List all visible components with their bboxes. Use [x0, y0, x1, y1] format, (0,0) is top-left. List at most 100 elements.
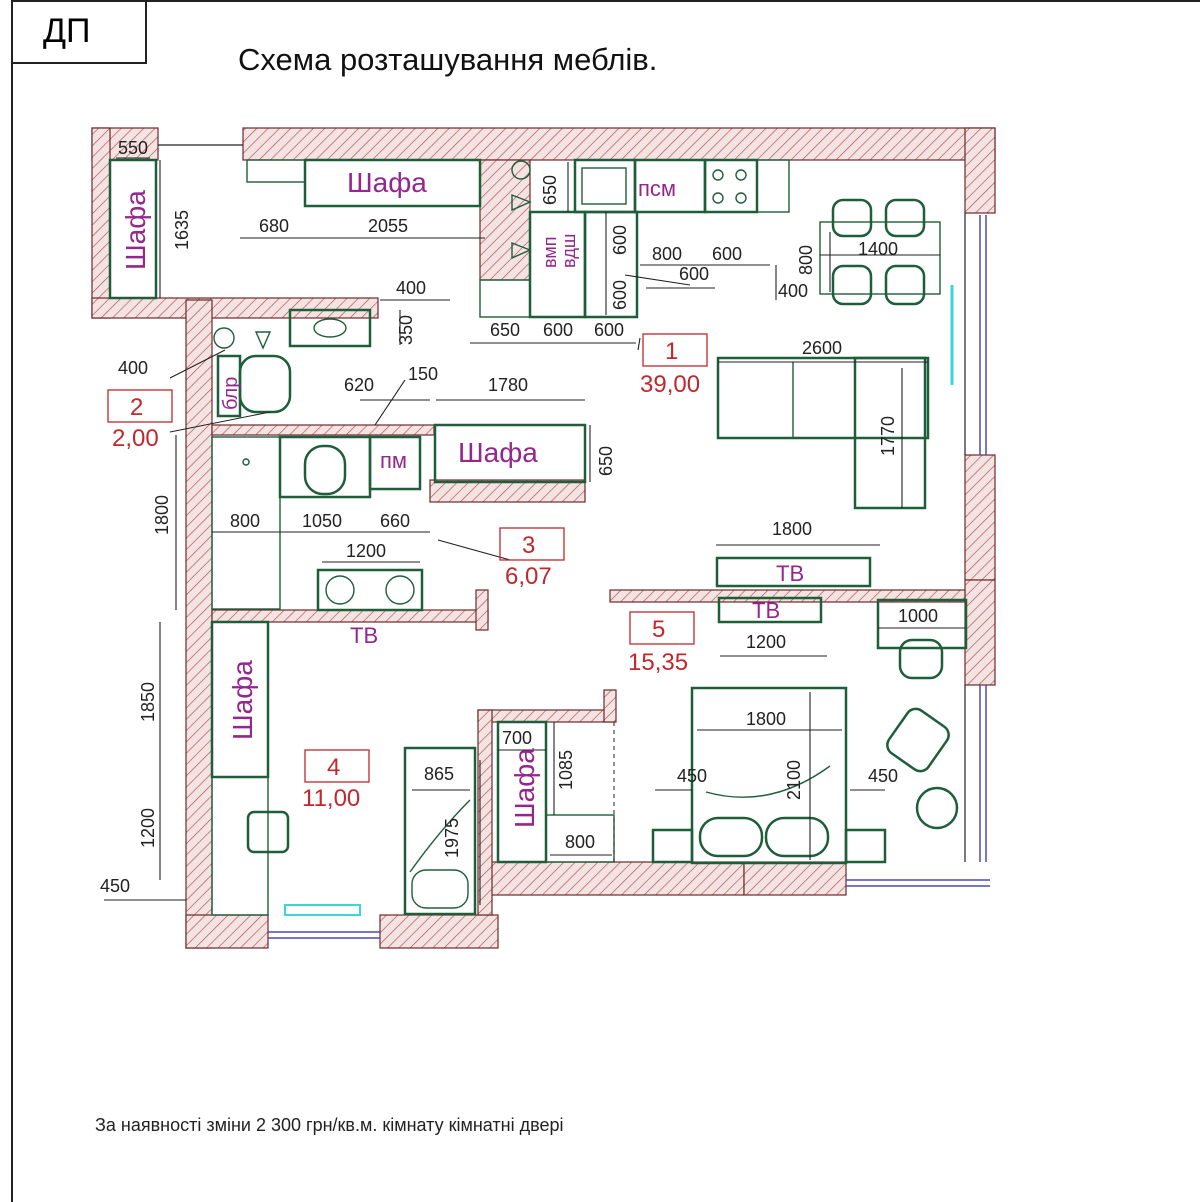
double-sink [316, 568, 424, 612]
side-table [915, 786, 959, 830]
dim-label: 1800 [772, 519, 812, 539]
stamp-box: ДП [11, 0, 147, 64]
pillow-left [698, 816, 764, 858]
dim-label: 2100 [784, 760, 804, 800]
wall-top [242, 127, 996, 161]
wall-closet-top [477, 709, 614, 723]
label-hood: вмп [540, 237, 560, 268]
tv-stand-living [717, 596, 823, 624]
armchair [886, 707, 950, 773]
room-number: 1 [665, 338, 678, 365]
label-tv-bathroom: ТВ [350, 623, 378, 648]
dim-label: 700 [502, 728, 532, 748]
label-wardrobe-hall-2: Шафа [458, 437, 538, 468]
wall-right-3 [964, 579, 996, 686]
wall-bedroom-top [609, 589, 966, 603]
dim-label: 600 [679, 264, 709, 284]
dim-label: 680 [259, 216, 289, 236]
dim-label: 1200 [346, 541, 386, 561]
wall-left-lower [185, 299, 213, 949]
label-washing-machine: пм [380, 448, 407, 473]
cooktop [703, 158, 759, 214]
washing-machine [368, 435, 422, 491]
hall-wardrobe-2 [433, 423, 587, 484]
dim-label: 450 [677, 766, 707, 786]
label-dishwasher: псм [638, 176, 676, 201]
wall-wc-top [211, 424, 435, 436]
wall-right-2 [964, 454, 996, 581]
room-area: 6,07 [505, 563, 552, 590]
label-tv-living: ТВ [752, 598, 780, 623]
dim-label: 600 [543, 320, 573, 340]
footnote: За наявності зміни 2 300 грн/кв.м. кімна… [95, 1115, 564, 1135]
top-wardrobe [303, 158, 482, 208]
furniture-labels: Шафа Шафа псм вмп вдш блр пм Шафа ТВ ТВ … [120, 167, 804, 828]
dim-label: 1975 [442, 818, 462, 858]
room-area: 11,00 [302, 785, 360, 812]
dim-label: 620 [344, 375, 374, 395]
windows [268, 215, 990, 939]
dim-label: 1400 [858, 239, 898, 259]
wall-bath-stub [475, 589, 489, 631]
dim-label: 800 [230, 511, 260, 531]
wall-left-upper [91, 127, 111, 319]
dining-chairs [831, 198, 926, 306]
dim-label: 865 [424, 764, 454, 784]
floor-plan: 550 1635 680 2055 650 600 600 800 600 60… [91, 127, 996, 949]
wall-right-1 [964, 127, 996, 214]
dim-label: 1850 [138, 682, 158, 722]
dim-label: 600 [610, 225, 630, 255]
dim-label: 1635 [172, 210, 192, 250]
tv-stand-bedroom [715, 556, 872, 588]
riser-pipe [511, 160, 531, 180]
vanity-chair [898, 638, 944, 680]
dim-label: 600 [594, 320, 624, 340]
dim-label: 1800 [152, 495, 172, 535]
wall-bottom-window-left [743, 861, 847, 896]
dim-label: 1200 [138, 808, 158, 848]
dim-label: 800 [565, 832, 595, 852]
dimension-lines [104, 157, 965, 905]
room-area: 2,00 [112, 425, 159, 452]
wall-mid-horizontal [91, 297, 379, 319]
nightstand-right [844, 828, 887, 864]
bathtub [403, 746, 477, 916]
dim-label: 150 [408, 364, 438, 384]
walls [91, 127, 996, 949]
dim-label: 2055 [368, 216, 408, 236]
furniture [108, 158, 968, 916]
kitchen-sink [581, 167, 627, 205]
sheet-border [11, 0, 1200, 1202]
dim-label: 350 [396, 315, 416, 345]
dim-label: 400 [778, 281, 808, 301]
room-area: 39,00 [640, 371, 700, 398]
wall-bathroom-bottom [211, 609, 489, 623]
nightstand-left [651, 828, 694, 864]
dim-label: 1800 [746, 709, 786, 729]
wall-closet-stub [603, 689, 617, 723]
dining-table [819, 221, 941, 295]
wall-closet-left [477, 709, 493, 916]
label-wardrobe-kids: Шафа [227, 660, 258, 740]
hall-wardrobe [108, 158, 158, 300]
dim-label: 650 [540, 175, 560, 205]
vanity-table [876, 598, 968, 650]
wall-bottom-bedroom [481, 861, 745, 896]
dim-label: 550 [118, 138, 148, 158]
dim-label: 400 [396, 278, 426, 298]
dim-label: 1780 [488, 375, 528, 395]
room-number: 2 [130, 394, 143, 421]
label-wardrobe-top: Шафа [347, 167, 427, 198]
dim-label: 650 [596, 446, 616, 476]
dim-label: 800 [652, 244, 682, 264]
room-area: 15,35 [628, 649, 688, 676]
dimension-labels: 550 1635 680 2055 650 600 600 800 600 60… [100, 138, 938, 896]
toilet-1 [238, 354, 292, 414]
boiler [216, 354, 242, 418]
dim-label: 450 [100, 876, 130, 896]
dim-label: 800 [796, 245, 816, 275]
label-wardrobe-hall: Шафа [120, 190, 151, 270]
dim-label: 1000 [898, 606, 938, 626]
label-wardrobe-closet: Шафа [509, 748, 540, 828]
wall-bottom-left [185, 914, 269, 949]
